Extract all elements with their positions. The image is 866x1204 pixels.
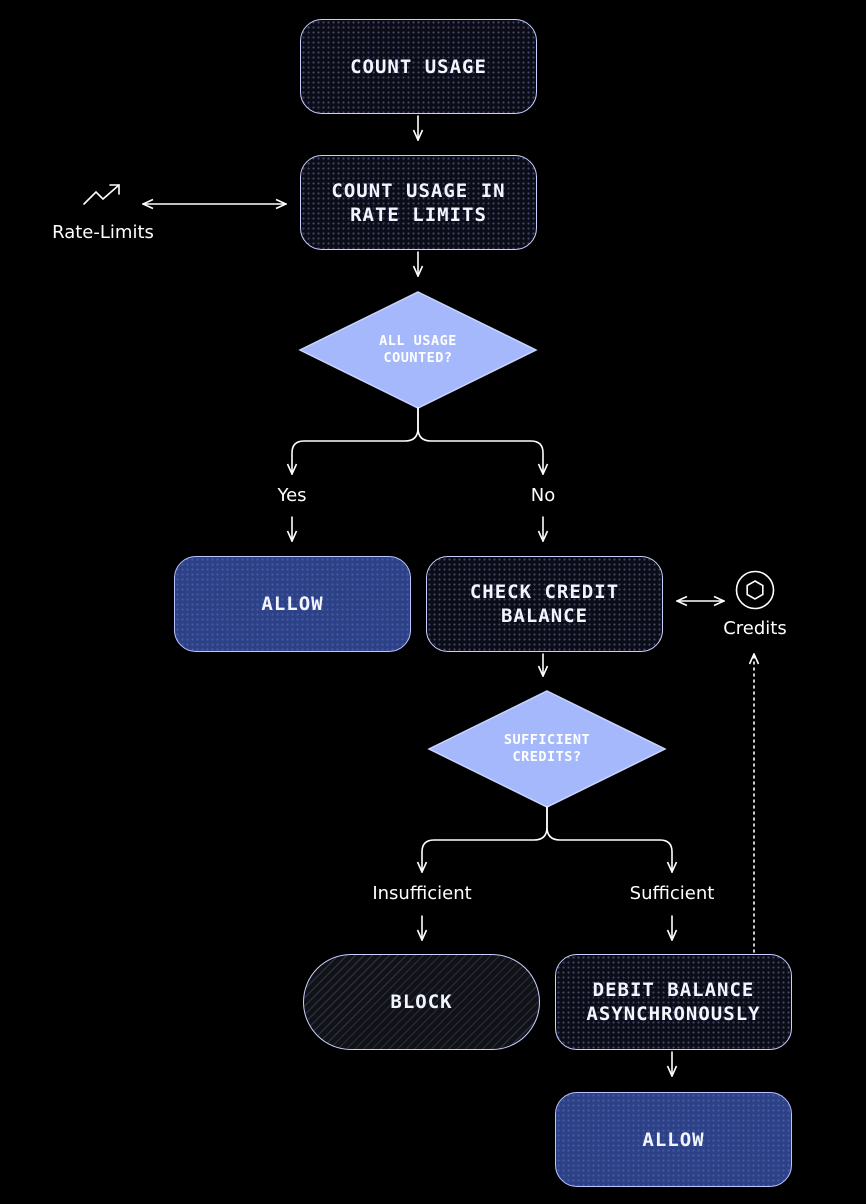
side-label-rate-limits: Rate-Limits: [52, 222, 154, 243]
branch-label-insufficient: Insufficient: [372, 883, 472, 904]
process-debit-balance: DEBIT BALANCE ASYNCHRONOUSLY: [555, 954, 792, 1050]
connector-decision2-to-sufficient: [546, 806, 672, 872]
connector-decision1-to-no: [417, 407, 543, 474]
process-count-usage: COUNT USAGE: [300, 19, 537, 114]
decision-label-all-usage-counted: ALL USAGE COUNTED?: [379, 333, 457, 366]
branch-label-sufficient: Sufficient: [629, 883, 715, 904]
hexagon-coin-icon: [735, 570, 775, 610]
process-check-credit-balance: CHECK CREDIT BALANCE: [426, 556, 663, 652]
trending-up-icon: [83, 184, 120, 205]
terminal-block: BLOCK: [303, 954, 540, 1050]
connector-decision2-to-insufficient: [422, 806, 548, 872]
terminal-allow-left: ALLOW: [174, 556, 411, 652]
side-label-credits: Credits: [723, 618, 787, 639]
branch-label-yes: Yes: [277, 485, 307, 506]
connector-decision1-to-yes: [292, 407, 419, 474]
branch-label-no: No: [530, 485, 556, 506]
decision-label-sufficient-credits: SUFFICIENT CREDITS?: [503, 732, 591, 765]
terminal-allow-bottom: ALLOW: [555, 1092, 792, 1187]
process-count-usage-rate-limits: COUNT USAGE IN RATE LIMITS: [300, 155, 537, 250]
